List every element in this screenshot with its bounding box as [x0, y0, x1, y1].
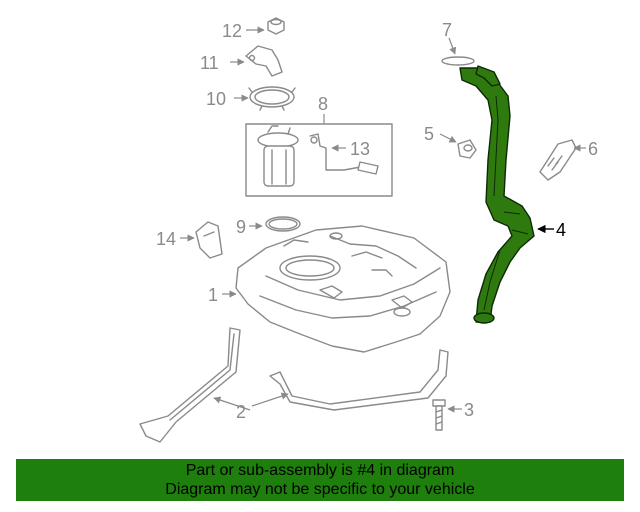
part-11-bracket: 11 [200, 45, 283, 77]
part-1-fuel-tank: 1 [208, 225, 451, 353]
part-3-bolt: 3 [432, 399, 474, 431]
callout-1: 1 [208, 285, 218, 305]
part-10-lock-ring: 10 [206, 86, 296, 111]
part-6-cap: 6 [539, 139, 598, 181]
parts-diagram: 12 11 10 8 13 [139, 17, 598, 443]
part-13-sender-unit [309, 133, 379, 175]
callout-8: 8 [318, 94, 328, 114]
callout-6: 6 [588, 139, 598, 159]
part-14-bracket: 14 [156, 221, 223, 259]
part-5-clip: 5 [424, 124, 477, 159]
part-9-gasket: 9 [236, 216, 301, 237]
part-12-nut: 12 [222, 17, 285, 41]
callout-14: 14 [156, 229, 176, 249]
part-4-filler-pipe: 4 [459, 65, 566, 324]
callout-4: 4 [556, 220, 566, 240]
part-7-seal: 7 [441, 20, 475, 66]
callout-3: 3 [464, 400, 474, 420]
callout-13: 13 [350, 139, 370, 159]
part-8-pump-assembly: 8 13 [245, 94, 393, 197]
callout-2: 2 [236, 402, 246, 422]
callout-7: 7 [442, 20, 452, 40]
notice-banner: Part or sub-assembly is #4 in diagram Di… [16, 459, 624, 501]
callout-10: 10 [206, 89, 226, 109]
part-2-straps: 2 [139, 327, 449, 443]
banner-line-2: Diagram may not be specific to your vehi… [165, 481, 475, 498]
callout-9: 9 [236, 217, 246, 237]
callout-11: 11 [200, 53, 219, 73]
banner-line-1: Part or sub-assembly is #4 in diagram [185, 462, 455, 479]
callout-5: 5 [424, 124, 434, 144]
callout-12: 12 [222, 21, 242, 41]
